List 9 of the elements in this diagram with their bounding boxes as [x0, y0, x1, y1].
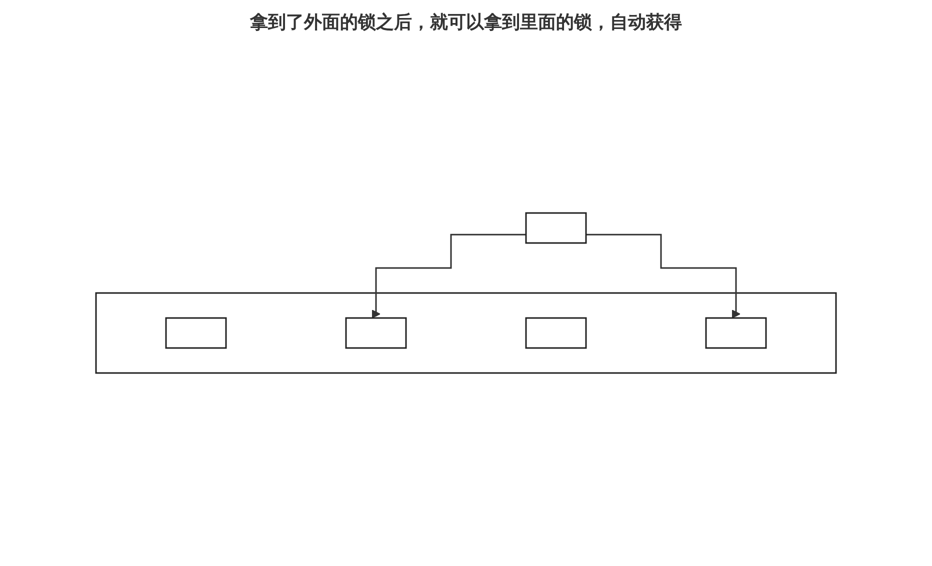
arrow — [372, 234, 526, 318]
node-box — [705, 317, 767, 349]
diagram-title: 拿到了外面的锁之后，就可以拿到里面的锁，自动获得 — [248, 11, 683, 35]
node-box — [525, 317, 587, 349]
node-box — [165, 317, 227, 349]
arrow — [586, 234, 740, 318]
cluster — [95, 292, 837, 374]
node-box — [345, 317, 407, 349]
node-box — [525, 212, 587, 244]
